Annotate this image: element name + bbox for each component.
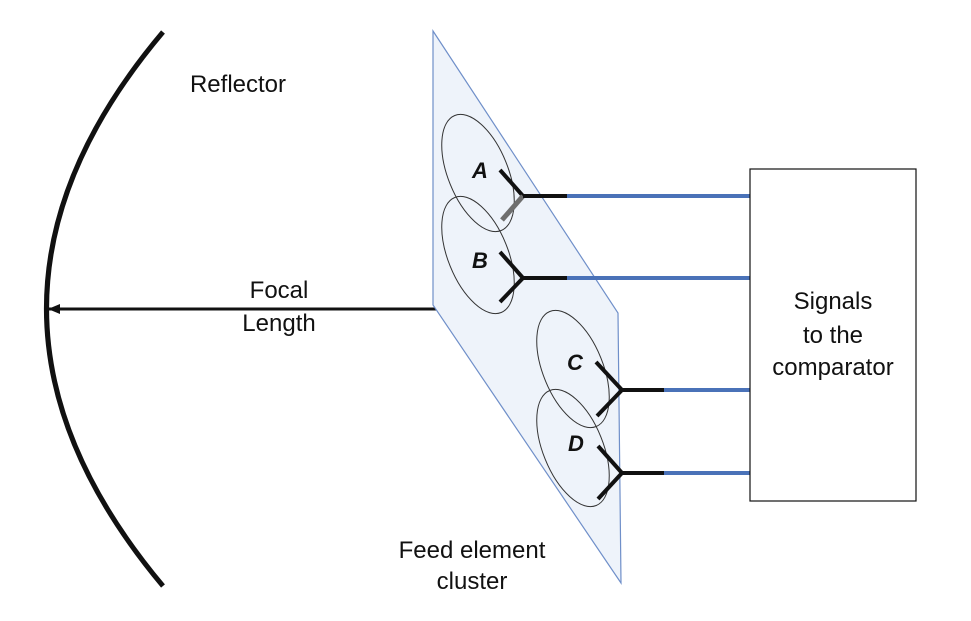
- feed-ellipse-a: [441, 113, 515, 233]
- feed-b: [498, 250, 750, 304]
- feed-label-a: A: [471, 158, 488, 183]
- feed-cluster-label-line2: cluster: [437, 568, 508, 595]
- comparator-box: [749, 168, 917, 502]
- comparator-label-line3: comparator: [772, 354, 893, 381]
- feed-label-d: D: [568, 431, 584, 456]
- focal-length-label-line2: Length: [242, 310, 315, 337]
- comparator-label-line1: Signals: [794, 288, 873, 315]
- feed-cluster-label-line1: Feed element: [399, 537, 546, 564]
- feed-ellipse-b: [441, 195, 515, 315]
- reflector-label: Reflector: [190, 71, 286, 98]
- feed-cluster-plane: [432, 28, 622, 585]
- feed-label-c: C: [567, 350, 584, 375]
- feed-label-b: B: [472, 248, 488, 273]
- reflector-arc: [44, 30, 165, 588]
- comparator-label-line2: to the: [803, 322, 863, 349]
- feed-a: [498, 168, 750, 222]
- feed-d: [596, 444, 750, 501]
- feed-ellipse-d: [536, 388, 610, 508]
- focal-length-label-line1: Focal: [250, 277, 309, 304]
- feed-c: [594, 360, 750, 418]
